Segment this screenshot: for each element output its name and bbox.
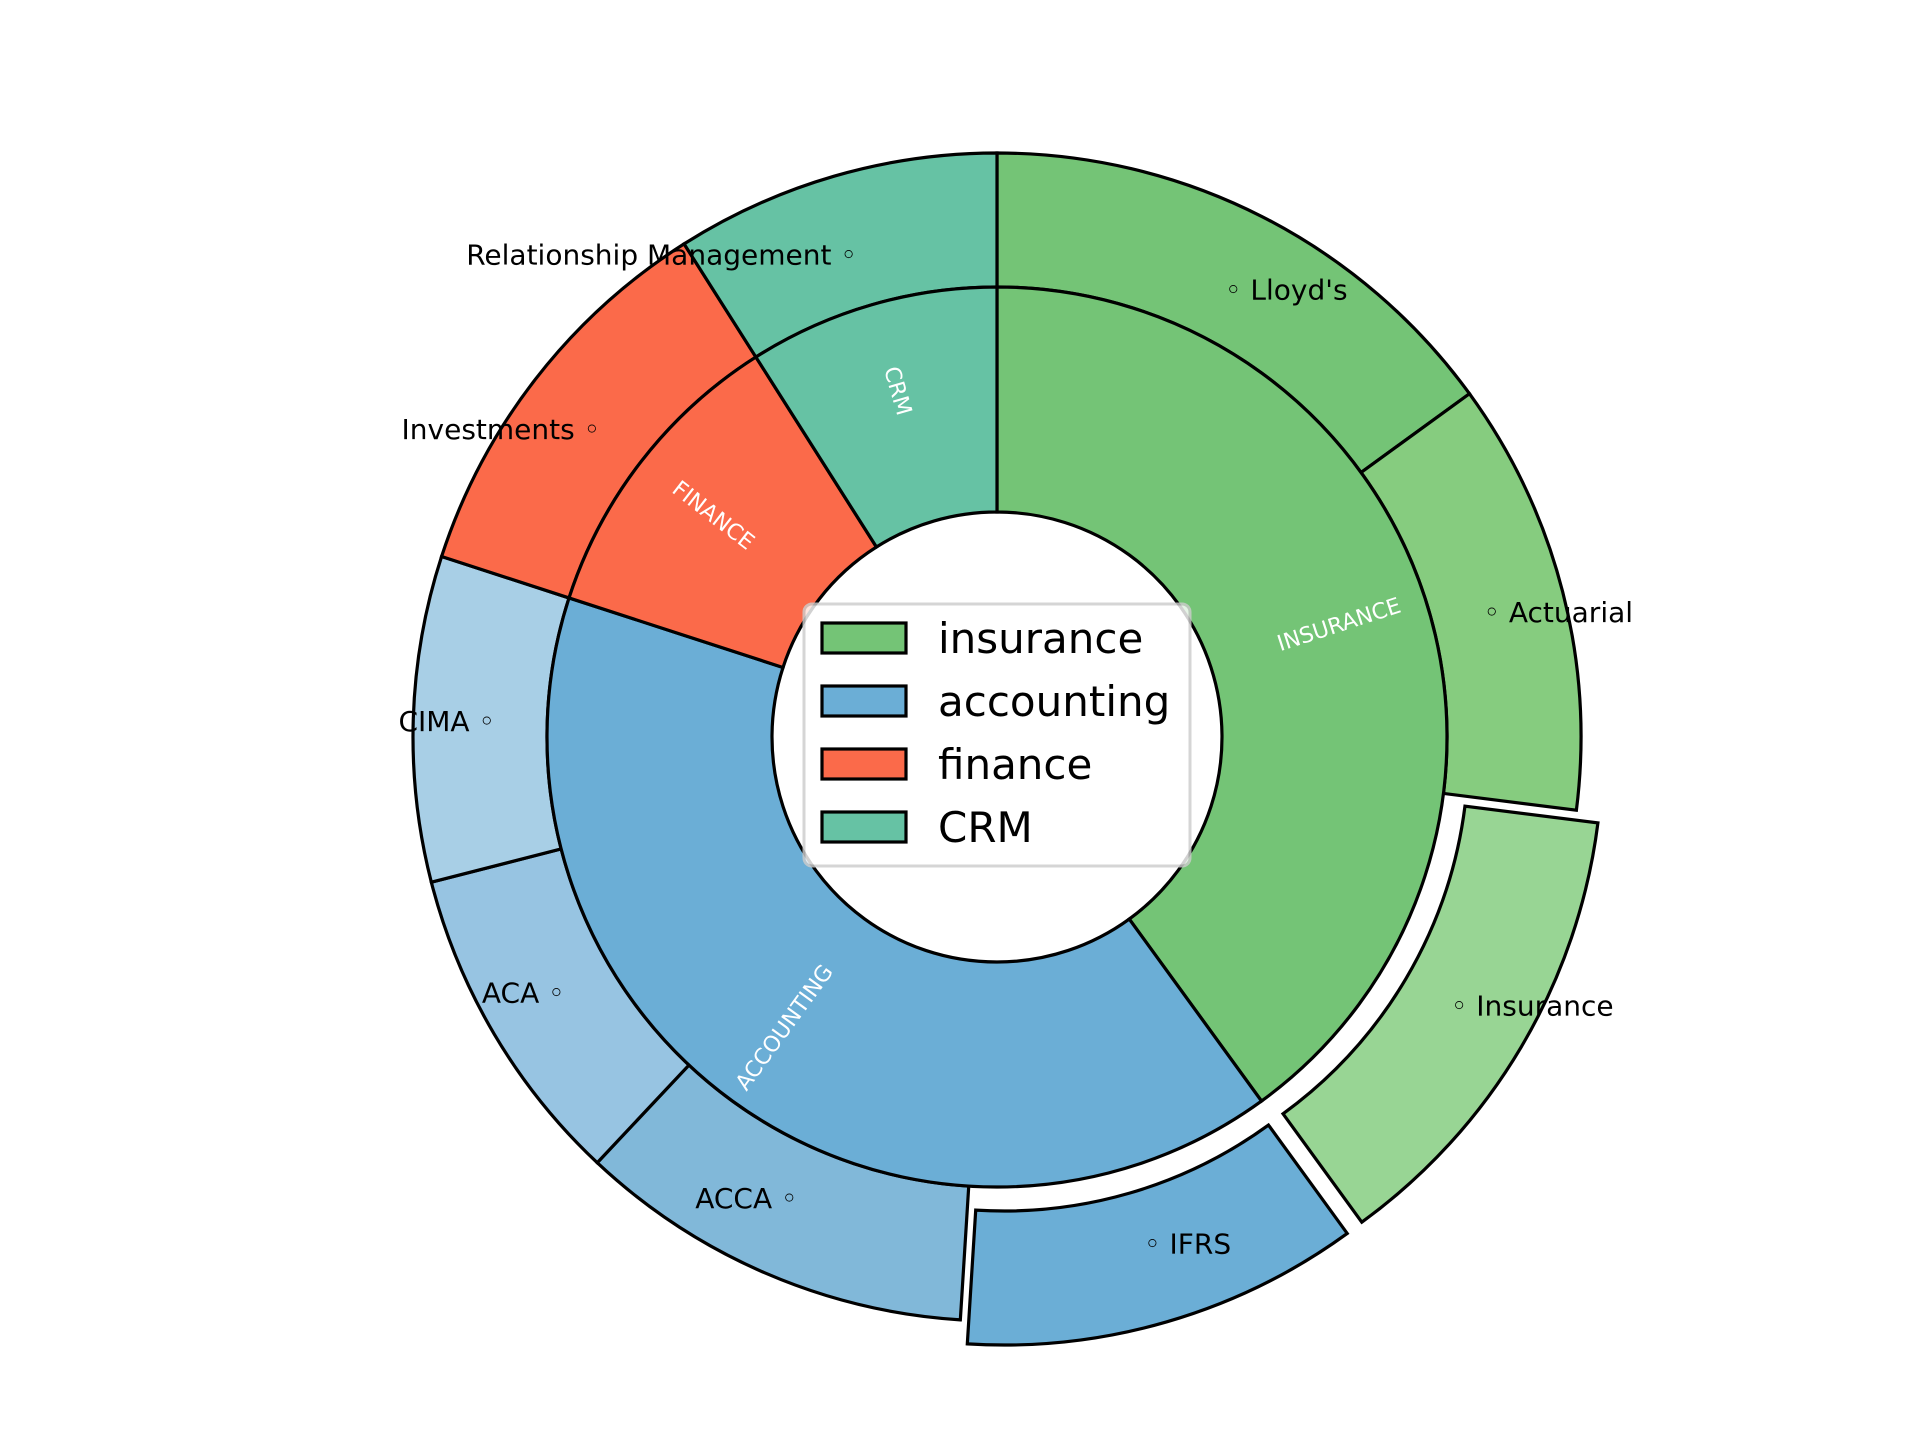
legend-swatch [820,747,908,781]
outer-slice-label: ◦ IFRS [1144,1227,1231,1260]
outer-slice-label: ACCA ◦ [695,1182,797,1215]
inner-slice [545,595,1264,1189]
legend-swatch [820,810,908,844]
outer-slice-label: ◦ Insurance [1451,989,1614,1022]
inner-slice [753,285,999,550]
legend-entry-label: CRM [938,803,1033,852]
outer-slice-label: Relationship Management ◦ [466,239,857,272]
legend-entry-label: insurance [938,614,1143,663]
legend-frame [802,602,1192,868]
legend-swatch [820,621,908,655]
outer-slice [965,1122,1350,1347]
legend-entry-label: finance [938,740,1092,789]
legend-swatch [820,684,908,718]
outer-slice [1280,804,1600,1225]
outer-slice-label: Investments ◦ [402,413,601,446]
legend-entry-label: accounting [938,677,1170,726]
outer-slice-label: ACA ◦ [482,977,565,1010]
outer-ring: ◦ Lloyd's ◦ Actuarial ◦ Insurance ◦ IFRS ACC… [398,151,1633,1347]
outer-slice-label: CIMA ◦ [398,705,495,738]
outer-slice-label: ◦ Actuarial [1483,596,1633,629]
outer-slice-label: ◦ Lloyd's [1225,274,1348,307]
